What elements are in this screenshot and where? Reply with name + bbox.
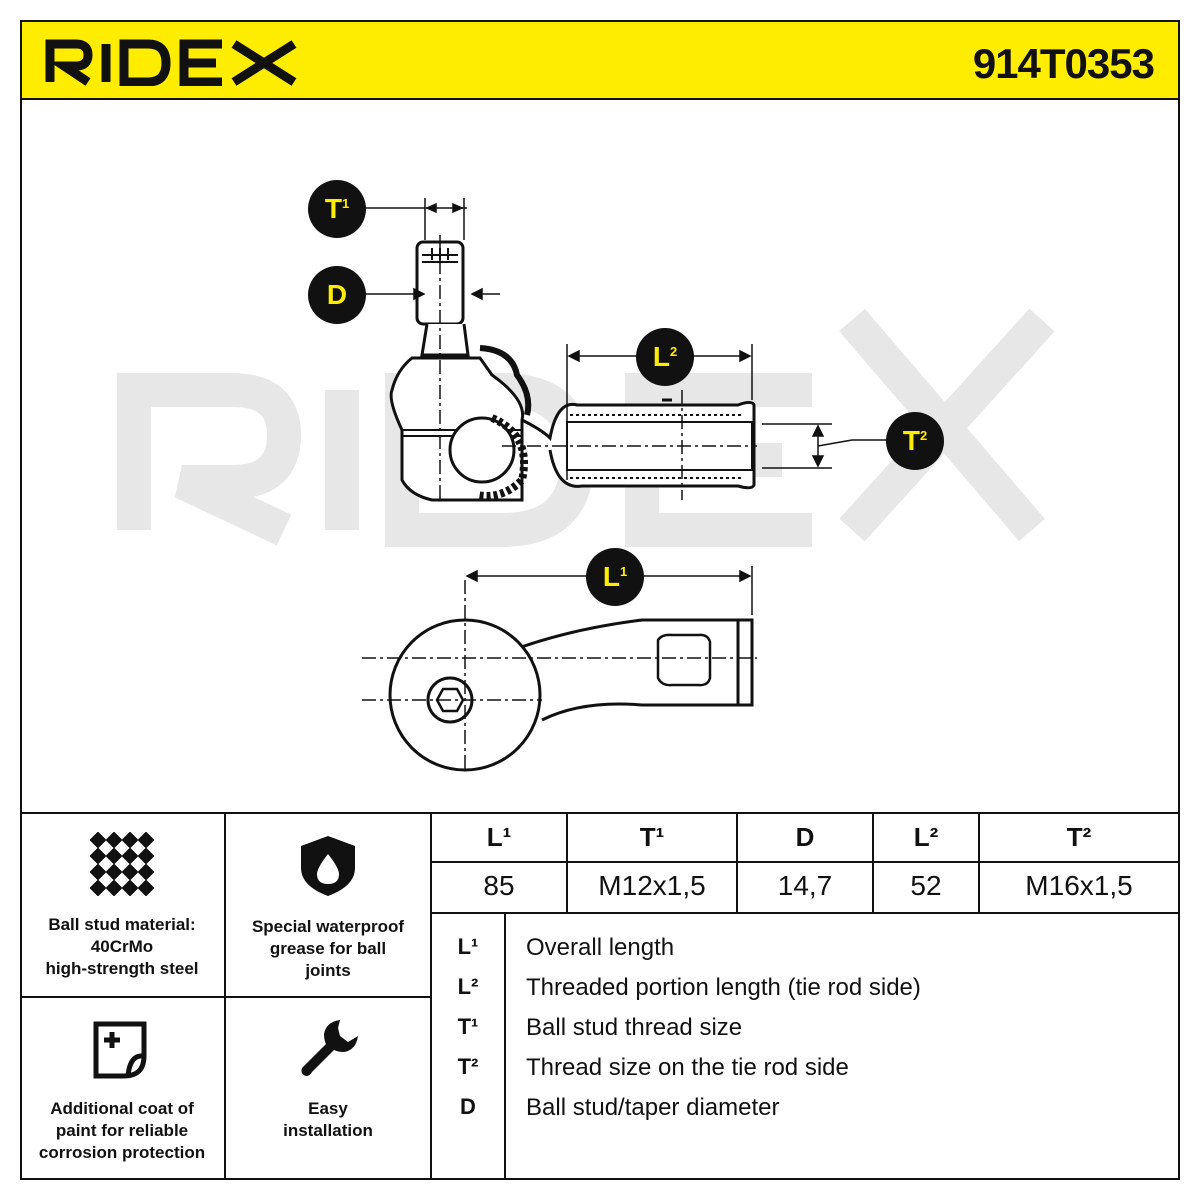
table-divider <box>978 814 980 914</box>
spec-header: L¹ <box>486 822 512 852</box>
legend-key: T² <box>457 1054 479 1079</box>
spec-value: 52 <box>910 870 942 901</box>
legend-text: Ball stud/taper diameter <box>526 1094 780 1121</box>
spec-header: D <box>795 822 815 852</box>
spec-header: L² <box>913 822 939 852</box>
table-divider <box>432 861 1178 863</box>
dimension-d <box>358 287 500 301</box>
divider <box>20 996 430 998</box>
grid-pattern-icon <box>90 832 154 896</box>
spec-value: M12x1,5 <box>598 870 706 901</box>
divider <box>430 814 432 1180</box>
legend-key: L¹ <box>457 934 479 959</box>
part-number: 914T0353 <box>972 40 1155 87</box>
spec-value: M16x1,5 <box>1025 870 1133 901</box>
table-divider <box>566 814 568 914</box>
ridex-logo <box>45 39 297 86</box>
spec-value: 85 <box>483 870 515 901</box>
legend-key: T¹ <box>457 1014 479 1039</box>
tie-rod-end-drawing <box>117 198 1055 772</box>
legend-text: Ball stud thread size <box>526 1014 743 1041</box>
legend-text: Overall length <box>526 934 675 961</box>
legend-divider <box>504 914 506 1180</box>
spec-header: T¹ <box>639 822 665 852</box>
spec-section: Ball stud material: 40CrMo high-strength… <box>20 812 1180 1180</box>
spec-value: 14,7 <box>777 870 833 901</box>
table-divider <box>736 814 738 914</box>
legend-text: Threaded portion length (tie rod side) <box>526 974 921 1001</box>
header-bar: 914T0353 <box>20 20 1180 100</box>
table-divider <box>872 814 874 914</box>
feature-ball-stud-material: Ball stud material: 40CrMo high-strength… <box>20 814 224 996</box>
legend: L¹ Overall length L² Threaded portion le… <box>432 914 1178 1180</box>
feature-paint-coat: Additional coat of paint for reliable co… <box>20 998 224 1180</box>
badge-d: D <box>308 266 366 324</box>
wrench-icon <box>301 1020 358 1076</box>
legend-key: D <box>460 1094 476 1119</box>
oil-drop-shield-icon <box>301 836 355 896</box>
legend-key: L² <box>457 974 479 999</box>
table-divider <box>432 912 1178 914</box>
spec-table: L¹ T¹ D L² T² 85 M12x1,5 14,7 52 M16x1,5 <box>432 814 1178 914</box>
feature-waterproof-grease: Special waterproof grease for ball joint… <box>226 814 430 996</box>
spec-header: T² <box>1066 822 1092 852</box>
dimension-t1 <box>358 198 467 240</box>
plan-view <box>362 580 757 772</box>
legend-text: Thread size on the tie rod side <box>526 1054 849 1081</box>
paint-coat-icon <box>93 1021 147 1079</box>
dimension-t2 <box>762 423 888 469</box>
side-view <box>389 235 757 502</box>
feature-easy-installation: Easy installation <box>226 998 430 1180</box>
